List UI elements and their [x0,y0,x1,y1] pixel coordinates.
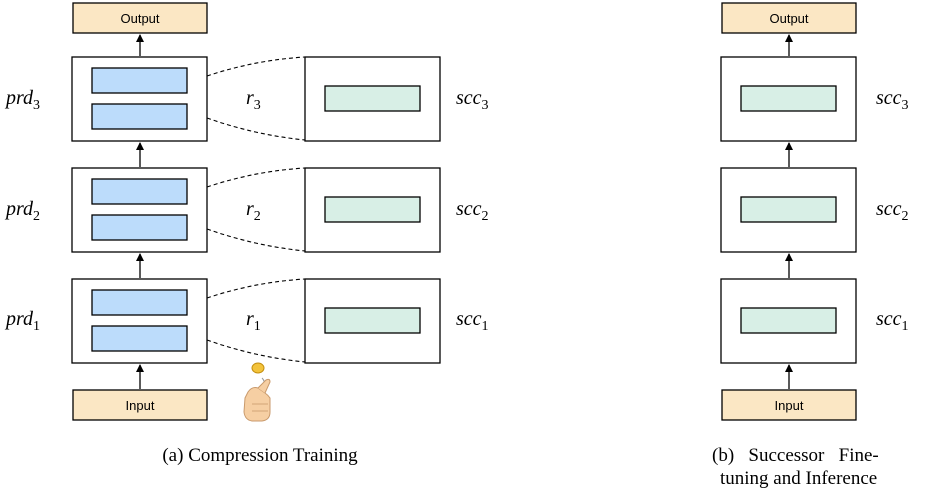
dashed-connector [206,167,306,188]
successor-module-b3 [720,56,857,142]
dashed-connector [206,278,306,299]
output-block-a: Output [72,2,208,34]
caption-b-line1: (b) Successor Fine- [712,445,879,466]
successor-layer [324,307,421,334]
predecessor-layer [91,103,188,130]
predecessor-layer [91,214,188,241]
successor-layer [740,85,837,112]
predecessor-label-2: prd2 [4,198,40,224]
predecessor-module-3 [71,56,208,142]
input-block-a: Input [72,389,208,421]
predecessor-label-3: prd3 [4,87,40,113]
successor-label-2: scc2 [456,198,489,224]
caption-b-line2: tuning and Inference [720,468,877,489]
hand-flipping-coin-icon [243,362,271,422]
successor-layer [740,307,837,334]
successor-module-2 [304,167,441,253]
replace-rate-label-1: r1 [246,308,261,334]
successor-module-b2 [720,167,857,253]
dashed-connector [206,56,306,77]
successor-layer [324,196,421,223]
panel-a: Output Input prd3 prd [4,2,489,466]
successor-layer [740,196,837,223]
successor-module-3 [304,56,441,142]
panel-b: Output Input scc3 scc2 scc1 (b) Successo… [712,2,909,489]
output-label: Output [769,11,808,26]
predecessor-label-1: prd1 [4,308,40,334]
successor-module-1 [304,278,441,364]
dashed-connector [206,339,306,363]
dashed-connector [206,117,306,141]
successor-label-b2: scc2 [876,198,909,224]
successor-layer [324,85,421,112]
predecessor-layer [91,289,188,316]
replace-rate-label-3: r3 [246,87,261,113]
successor-module-b1 [720,278,857,364]
predecessor-module-1 [71,278,208,364]
predecessor-layer [91,178,188,205]
predecessor-module-2 [71,167,208,253]
input-label: Input [126,398,155,413]
input-label: Input [775,398,804,413]
input-block-b: Input [721,389,857,421]
successor-label-1: scc1 [456,308,489,334]
successor-label-3: scc3 [456,87,489,113]
successor-label-b1: scc1 [876,308,909,334]
replace-rate-label-2: r2 [246,198,261,224]
output-label: Output [120,11,159,26]
predecessor-layer [91,67,188,94]
output-block-b: Output [721,2,857,34]
successor-label-b3: scc3 [876,87,909,113]
caption-a: (a) Compression Training [162,445,358,466]
dashed-connector [206,228,306,252]
predecessor-layer [91,325,188,352]
